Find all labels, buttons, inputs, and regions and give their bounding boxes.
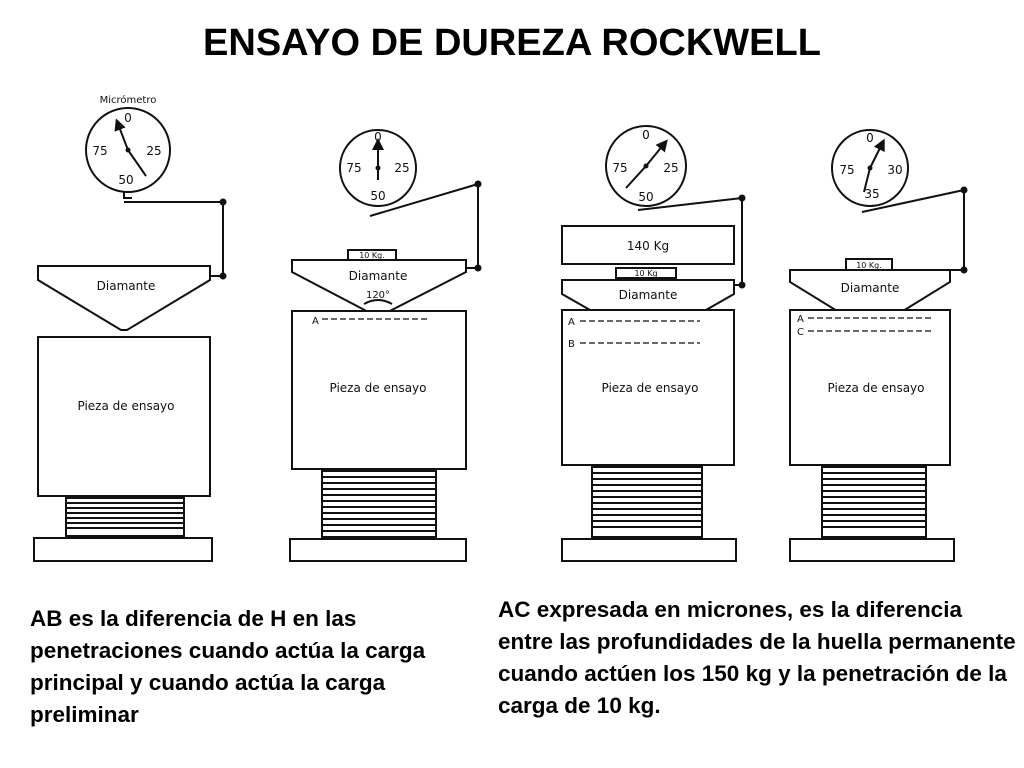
stage-2: 0 25 50 75 10 Kg. Diamante 120° A Pieza … [289,129,482,562]
dial-needle [645,139,668,167]
preload-weight [615,267,677,279]
test-piece [37,336,211,497]
angle-label: 120° [366,290,390,301]
diamond-label: Diamante [349,269,408,283]
dial-needle-tail [863,167,871,193]
test-piece-label: Pieza de ensayo [601,381,698,395]
micrometer-label: Micrómetro [100,94,157,106]
dial-gauge: 0 25 50 75 [85,107,171,193]
anvil-spring [321,470,437,538]
rockwell-diagram: Micrómetro 0 25 50 75 Diamante Pieza de … [33,94,968,562]
dial-mark-50: 50 [118,173,133,187]
dial-mark-0: 0 [374,130,382,144]
anvil-spring [65,497,185,537]
point-a-label: A [797,314,804,325]
dial-needle-tail [625,165,647,189]
dial-needle [869,138,885,169]
diamond-label: Diamante [841,281,900,295]
lever-arm [637,197,743,211]
dial-mark-0: 0 [642,128,650,142]
base-plate [289,538,467,562]
dial-mark-30: 30 [887,163,902,177]
anvil-spring [821,466,927,538]
dial-needle-tail [127,149,147,177]
diamond-label: Diamante [97,279,156,293]
dial-mark-75: 75 [839,163,854,177]
lever-arm [369,183,479,217]
dial-mark-0: 0 [866,131,874,145]
dial-gauge: 0 25 50 75 [339,129,417,207]
dial-mark-25: 25 [146,144,161,158]
angle-arc [363,299,393,305]
test-piece [291,310,467,470]
diamond-indenter [37,265,211,331]
preload-weight-label: 10 Kg. [856,261,882,270]
test-piece-label: Pieza de ensayo [77,399,174,413]
dial-mark-25: 25 [663,161,678,175]
test-piece-label: Pieza de ensayo [329,381,426,395]
dial-mark-25: 25 [394,161,409,175]
base-plate [561,538,737,562]
point-a-label: A [568,317,575,328]
preload-weight-label: 10 Kg [634,269,657,278]
test-piece [561,309,735,466]
dial-mark-50: 50 [638,190,653,204]
dial-mark-75: 75 [92,144,107,158]
point-b-label: B [568,339,575,350]
dial-mark-35: 35 [864,187,879,201]
main-load-label: 140 Kg [627,239,669,253]
main-load-weight [561,225,735,265]
test-piece-label: Pieza de ensayo [827,381,924,395]
dial-mark-50: 50 [370,189,385,203]
test-piece [789,309,951,466]
stage-3: 0 25 50 75 140 Kg 10 Kg Diamante A B Pie… [561,125,746,562]
caption-left: AB es la diferencia de H en las penetrac… [30,606,426,727]
dial-gauge: 0 25 50 75 [605,125,687,207]
dial-mark-0: 0 [124,111,132,125]
base-plate [33,537,213,562]
dial-mark-75: 75 [346,161,361,175]
anvil-spring [591,466,703,538]
base-plate [789,538,955,562]
stage-1: Micrómetro 0 25 50 75 Diamante Pieza de … [33,94,227,562]
caption-right: AC expresada en micrones, es la diferenc… [498,597,1016,718]
point-a-label: A [312,316,319,327]
preload-weight-label: 10 Kg. [359,251,385,260]
lever-arm [861,189,965,213]
point-c-label: C [797,327,804,338]
stage-4: 0 30 35 75 10 Kg. Diamante A C Pieza de … [789,129,968,562]
dial-needle [114,118,129,151]
diamond-label: Diamante [619,288,678,302]
dial-gauge: 0 30 35 75 [831,129,909,207]
dial-mark-75: 75 [612,161,627,175]
slide-title: ENSAYO DE DUREZA ROCKWELL [203,22,821,64]
